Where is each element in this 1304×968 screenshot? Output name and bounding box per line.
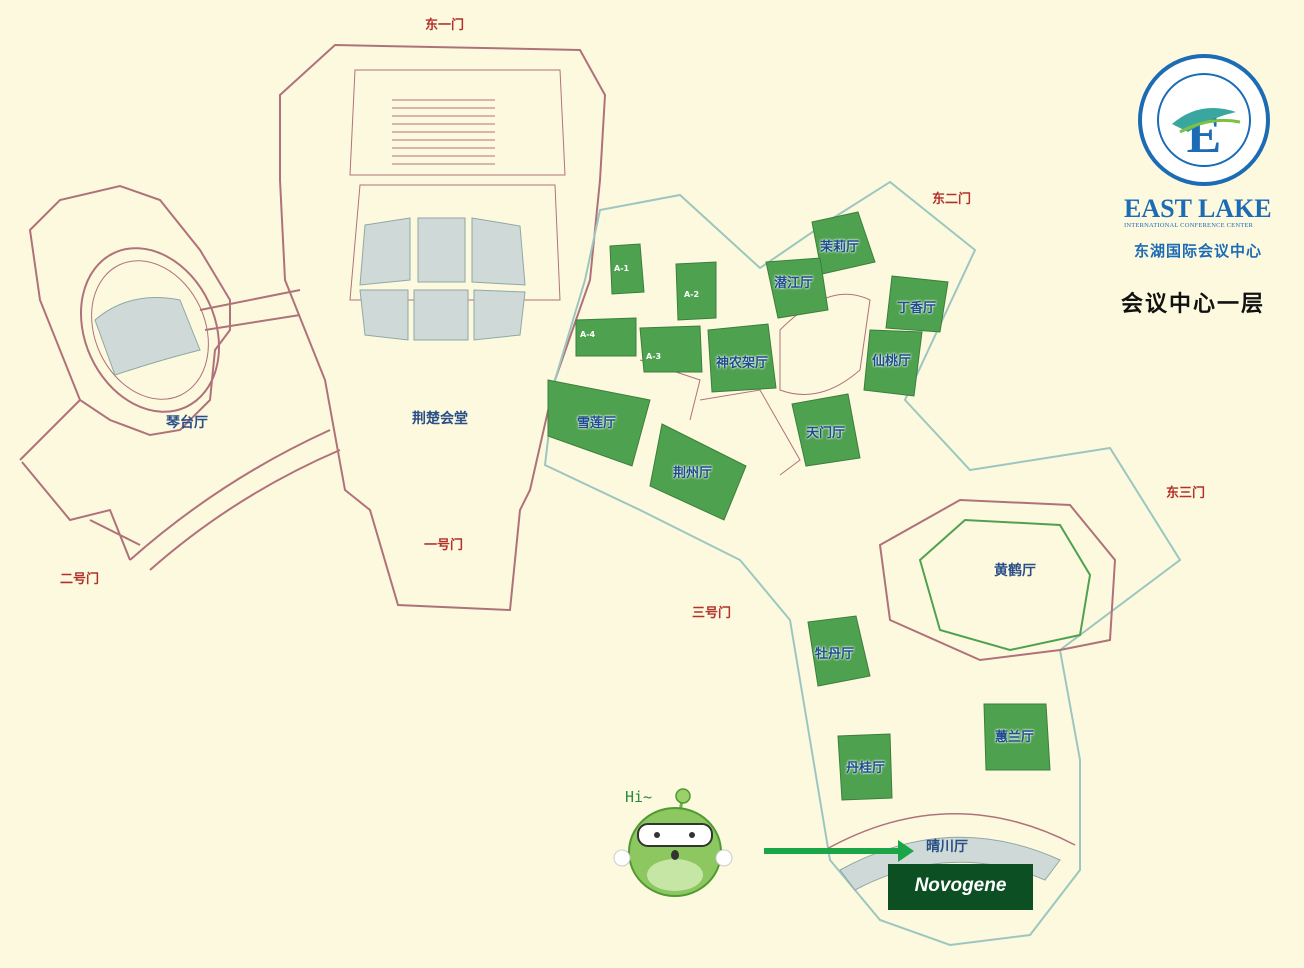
room-tianmen-label: 天门厅 [806,426,846,441]
qingchuan-outer-arc [824,812,1076,851]
gate-3: 三号门 [692,606,732,621]
room-jingzhou-label: 荆州厅 [673,466,713,481]
room-huilan-label: 蕙兰厅 [995,730,1035,745]
room-a1 [609,243,645,295]
room-a4-label: A-4 [580,330,596,339]
room-xiantao-label: 仙桃厅 [872,354,912,369]
room-qianjiang [765,257,829,319]
gate-east-3: 东三门 [1166,486,1206,501]
gate-2: 二号门 [60,572,100,587]
meeting-rooms [547,211,1051,801]
stage-lines [392,99,495,165]
room-moli-label: 茉莉厅 [820,240,860,255]
room-dingxiang [885,275,949,333]
room-huilan [983,703,1051,771]
room-a4 [575,317,637,357]
jingchu-building [279,43,607,612]
mascot-character [613,788,733,897]
hall-qintai-label: 琴台厅 [166,415,208,431]
room-dangui [837,733,893,801]
room-xuelian-label: 雪莲厅 [577,416,617,431]
room-qianjiang-label: 潜江厅 [774,276,814,291]
floor-title: 会议中心一层 [1121,292,1266,317]
brand-name-en: EAST LAKE [1124,194,1272,223]
mascot-greeting: Hi~ [625,788,653,806]
east-lake-logo-emblem: E [1138,54,1270,186]
west-corridor [129,289,341,571]
hall-qingchuan-label: 晴川厅 [926,839,968,855]
room-xiantao [863,329,923,397]
novogene-booth-badge: Novogene [888,864,1033,910]
room-shennongjia [707,323,777,393]
brand-name-cn: 东湖国际会议中心 [1134,242,1263,260]
middle-wing [543,180,1182,947]
room-mudan-label: 牡丹厅 [815,647,855,662]
room-jingzhou [649,423,747,521]
room-tianmen [791,393,861,467]
room-dingxiang-label: 丁香厅 [897,301,937,316]
room-xuelian [547,379,651,467]
room-a3-label: A-3 [646,352,662,361]
qintai-seating [94,297,201,376]
room-dangui-label: 丹桂厅 [846,761,886,776]
brand-subtitle-en: INTERNATIONAL CONFERENCE CENTER [1124,222,1254,229]
gate-east-1: 东一门 [425,18,465,33]
hall-jingchu-label: 荆楚会堂 [412,411,468,427]
room-shennongjia-label: 神农架厅 [716,356,769,371]
gate-east-2: 东二门 [932,192,972,207]
hall-huanghe-label: 黄鹤厅 [994,563,1036,579]
room-mudan [807,615,871,687]
room-a2 [675,261,717,321]
room-moli [811,211,876,275]
room-a2-label: A-2 [684,290,700,299]
direction-arrow [764,840,914,862]
room-a3 [639,325,703,373]
huanghe-building [878,498,1117,662]
gate-1: 一号门 [424,538,464,553]
qintai-building [19,184,231,561]
room-a1-label: A-1 [614,264,630,273]
jingchu-seating [359,217,526,341]
